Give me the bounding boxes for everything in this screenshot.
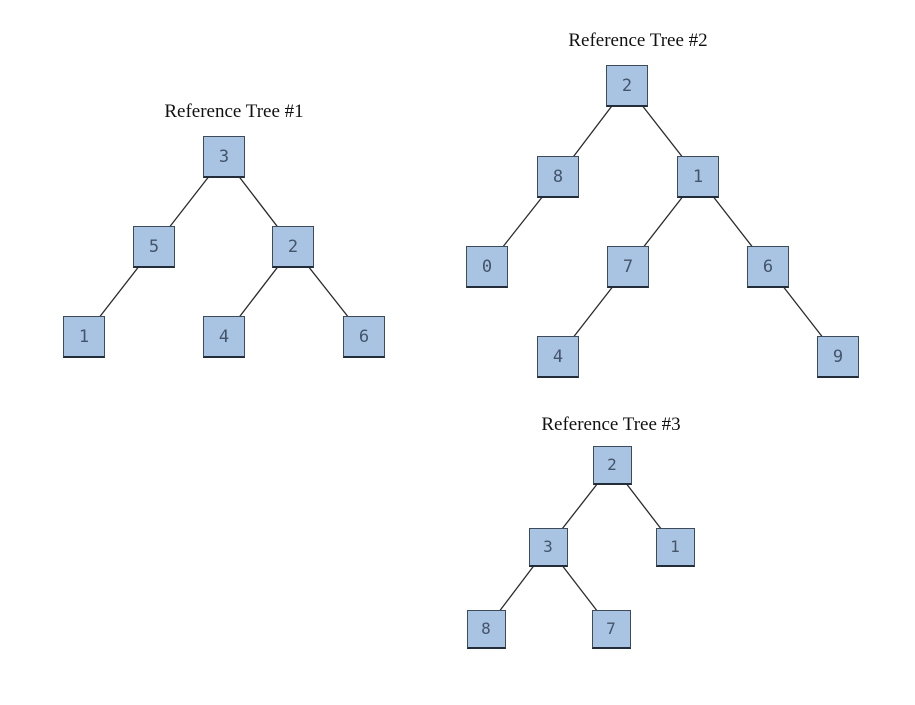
tree-1-title: Reference Tree #1 — [164, 101, 304, 122]
tree-3-node-8: 8 — [466, 609, 506, 649]
tree-2-title: Reference Tree #2 — [568, 30, 708, 51]
tree-2-node-8: 8 — [537, 156, 579, 198]
tree-2-node-2: 2 — [606, 65, 648, 107]
tree-1-node-6: 6 — [343, 316, 385, 358]
tree-1-node-4: 4 — [203, 316, 245, 358]
tree-2-node-1: 1 — [677, 156, 719, 198]
tree-1-node-3: 3 — [203, 136, 245, 178]
tree-3-node-2: 2 — [592, 445, 632, 485]
tree-3-node-3: 3 — [528, 527, 568, 567]
tree-3-node-7: 7 — [591, 609, 631, 649]
tree-1-node-5: 5 — [133, 226, 175, 268]
tree-1-node-1: 1 — [63, 316, 105, 358]
tree-3-node-1: 1 — [655, 527, 695, 567]
tree-2-node-9: 9 — [817, 336, 859, 378]
tree-2-node-0: 0 — [466, 246, 508, 288]
tree-1-node-2: 2 — [272, 226, 314, 268]
tree-2-node-6: 6 — [747, 246, 789, 288]
tree-3-title: Reference Tree #3 — [541, 414, 681, 435]
tree-2-node-4: 4 — [537, 336, 579, 378]
tree-2-node-7: 7 — [607, 246, 649, 288]
